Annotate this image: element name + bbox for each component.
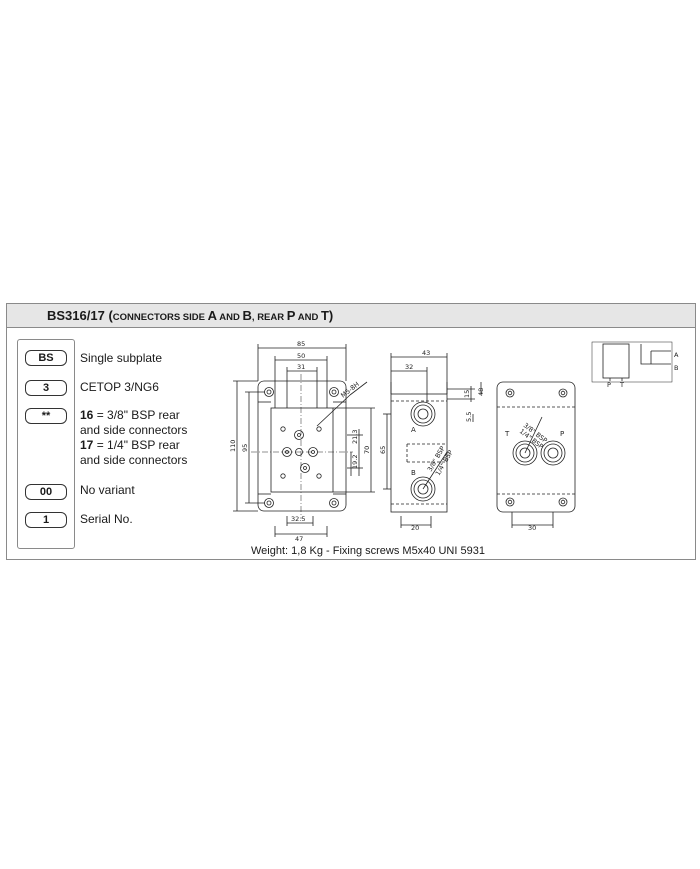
- dim-95: 95: [241, 444, 249, 452]
- title-bar: BS316/17 (CONNECTORS SIDE A AND B, REAR …: [7, 304, 695, 328]
- code-legend: BS 3 ** 00 1: [17, 339, 75, 549]
- symbol-label-b: B: [674, 364, 678, 372]
- port-label-t: T: [504, 430, 510, 438]
- port-label-a: A: [411, 426, 416, 434]
- rear-view: [496, 381, 576, 528]
- port-label-p: P: [560, 430, 564, 438]
- product-card: BS316/17 (CONNECTORS SIDE A AND B, REAR …: [6, 303, 696, 560]
- dim-48: 48: [477, 388, 485, 396]
- desc-subplate: Single subplate: [80, 351, 163, 365]
- hydraulic-symbol: [591, 341, 673, 383]
- front-view: [233, 344, 375, 537]
- dim-19-2: 19.2: [351, 455, 359, 469]
- dim-50: 50: [297, 352, 305, 360]
- code-badge-variant: 00: [25, 484, 67, 500]
- dim-21-3: 21.3: [351, 430, 359, 444]
- desc-variant: No variant: [80, 483, 135, 497]
- code-badge-connector: **: [25, 408, 67, 424]
- product-title: BS316/17 (CONNECTORS SIDE A AND B, REAR …: [47, 308, 334, 323]
- dim-32-5: 32.5: [291, 515, 305, 523]
- port-label-b: B: [411, 469, 416, 477]
- technical-drawing: 85 50 31 110 95 70 21.3 19.2 32.5 47 M5-…: [229, 340, 679, 543]
- dim-70: 70: [363, 446, 371, 454]
- symbol-label-t: T: [619, 381, 624, 389]
- dim-30: 30: [528, 524, 536, 532]
- dim-43: 43: [422, 349, 430, 357]
- thread-m5: M5-8H: [339, 380, 361, 399]
- dim-31: 31: [297, 363, 305, 371]
- dim-65: 65: [379, 446, 387, 454]
- weight-note: Weight: 1,8 Kg - Fixing screws M5x40 UNI…: [251, 545, 485, 557]
- side-view: [383, 353, 482, 528]
- code-badge-bs: BS: [25, 350, 67, 366]
- code-badge-3: 3: [25, 380, 67, 396]
- dim-20: 20: [411, 524, 419, 532]
- dim-32: 32: [405, 363, 413, 371]
- code-badge-serial: 1: [25, 512, 67, 528]
- desc-cetop: CETOP 3/NG6: [80, 380, 159, 394]
- symbol-label-a: A: [674, 351, 679, 359]
- desc-serial: Serial No.: [80, 512, 133, 526]
- symbol-label-p: P: [607, 381, 611, 389]
- dim-110: 110: [229, 440, 237, 452]
- dim-47: 47: [295, 535, 303, 543]
- dim-85: 85: [297, 340, 305, 348]
- dim-5-5: 5.5: [465, 412, 473, 422]
- dim-15: 15: [463, 390, 471, 398]
- desc-connectors: 16 = 3/8" BSP rear and side connectors 1…: [80, 408, 188, 467]
